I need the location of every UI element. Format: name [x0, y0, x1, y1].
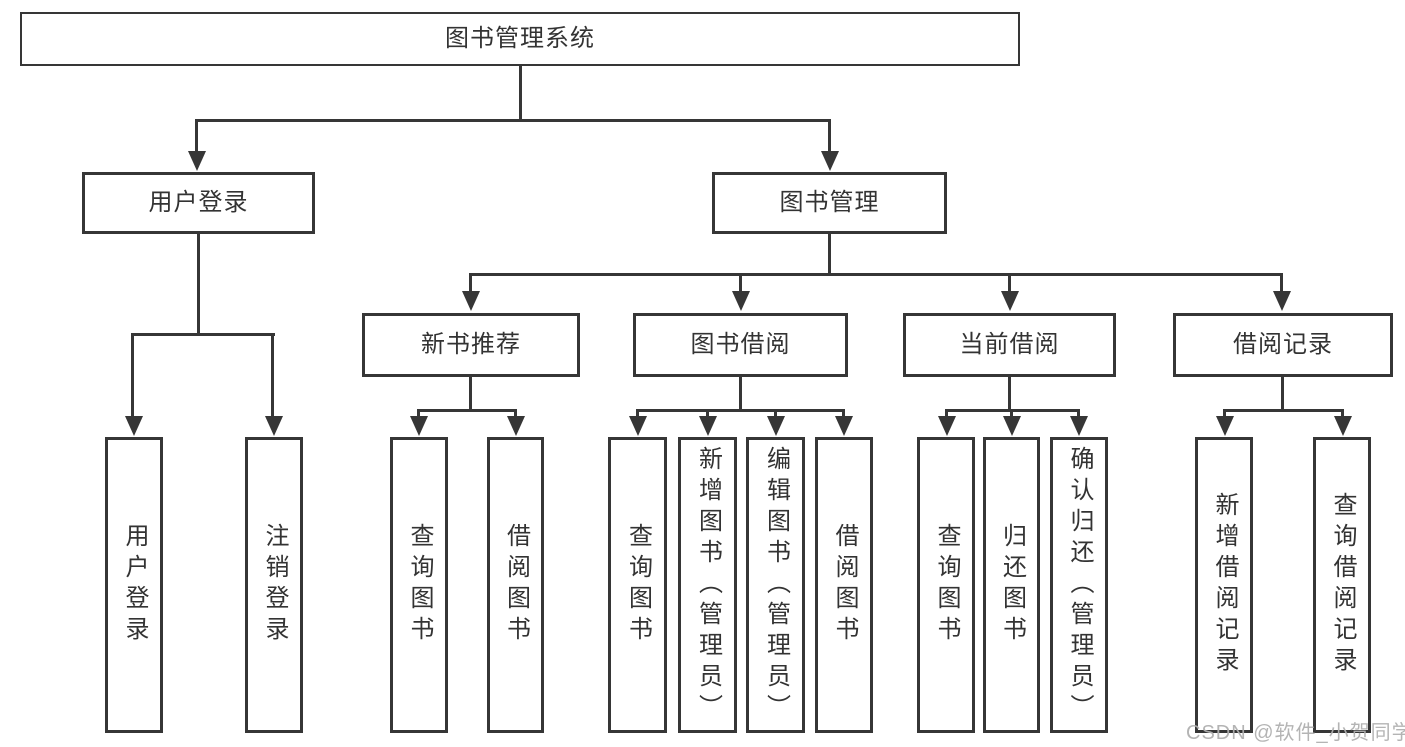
connector-line [842, 409, 845, 421]
arrow-down-icon [821, 151, 839, 171]
leaf-query-books-recommend-label: 查询图书 [406, 523, 433, 647]
arrow-down-icon [265, 416, 283, 436]
arrow-down-icon [767, 416, 785, 436]
leaf-borrow-books-recommend: 借阅图书 [487, 437, 544, 733]
leaf-add-borrow-record: 新增借阅记录 [1195, 437, 1253, 733]
arrow-down-icon [1216, 416, 1234, 436]
arrow-down-icon [629, 416, 647, 436]
connector-line [519, 66, 522, 122]
node-borrowing-records: 借阅记录 [1173, 313, 1393, 377]
leaf-query-books-borrow: 查询图书 [608, 437, 667, 733]
leaf-query-borrow-record-label: 查询借阅记录 [1329, 492, 1356, 678]
connector-line [469, 273, 472, 293]
node-current-borrowing-label: 当前借阅 [959, 331, 1060, 358]
node-book-management-label: 图书管理 [779, 189, 880, 216]
leaf-confirm-return-admin-label: 确认归还（管理员） [1066, 445, 1093, 725]
connector-line [739, 377, 742, 412]
leaf-borrow-books-recommend-label: 借阅图书 [502, 523, 530, 647]
arrow-down-icon [462, 291, 480, 311]
node-user-login: 用户登录 [82, 172, 315, 234]
leaf-borrow-books-label: 借阅图书 [831, 523, 858, 647]
leaf-query-books-recommend: 查询图书 [390, 437, 448, 733]
arrow-down-icon [732, 291, 750, 311]
node-borrowing-records-label: 借阅记录 [1233, 331, 1333, 358]
connector-line [1008, 273, 1011, 293]
arrow-down-icon [699, 416, 717, 436]
arrow-down-icon [507, 416, 525, 436]
node-root-label: 图书管理系统 [445, 25, 595, 52]
connector-line [1223, 409, 1226, 421]
connector-line [469, 377, 472, 412]
connector-line [636, 409, 639, 421]
node-new-book-recommend-label: 新书推荐 [421, 331, 521, 358]
arrow-down-icon [1001, 291, 1019, 311]
connector-line [514, 409, 517, 421]
arrow-down-icon [410, 416, 428, 436]
connector-line [774, 409, 777, 421]
connector-line [1008, 377, 1011, 412]
leaf-confirm-return-admin: 确认归还（管理员） [1050, 437, 1108, 733]
leaf-return-book-label: 归还图书 [998, 523, 1026, 647]
connector-line [195, 119, 831, 122]
connector-line [131, 333, 134, 421]
leaf-return-book: 归还图书 [983, 437, 1040, 733]
connector-line [1077, 409, 1080, 421]
leaf-add-book-admin: 新增图书（管理员） [678, 437, 737, 733]
connector-line [828, 234, 831, 276]
connector-line [828, 119, 831, 155]
arrow-down-icon [188, 151, 206, 171]
connector-line [1010, 409, 1013, 421]
node-root: 图书管理系统 [20, 12, 1020, 66]
connector-line [417, 409, 517, 412]
connector-line [271, 333, 274, 421]
arrow-down-icon [1003, 416, 1021, 436]
leaf-query-books-borrow-label: 查询图书 [624, 523, 652, 647]
arrow-down-icon [938, 416, 956, 436]
leaf-user-login-label: 用户登录 [121, 523, 148, 647]
connector-line [1223, 409, 1343, 412]
arrow-down-icon [125, 416, 143, 436]
connector-line [739, 273, 742, 293]
node-book-management: 图书管理 [712, 172, 947, 234]
arrow-down-icon [835, 416, 853, 436]
connector-line [945, 409, 948, 421]
leaf-edit-book-admin: 编辑图书（管理员） [746, 437, 805, 733]
leaf-query-books-current: 查询图书 [917, 437, 975, 733]
leaf-query-borrow-record: 查询借阅记录 [1313, 437, 1371, 733]
connector-line [131, 333, 275, 336]
connector-line [1280, 273, 1283, 293]
connector-line [636, 409, 844, 412]
connector-line [417, 409, 420, 421]
node-new-book-recommend: 新书推荐 [362, 313, 580, 377]
leaf-borrow-books: 借阅图书 [815, 437, 873, 733]
connector-line [706, 409, 709, 421]
leaf-query-books-current-label: 查询图书 [933, 523, 960, 647]
leaf-add-borrow-record-label: 新增借阅记录 [1211, 492, 1238, 678]
connector-line [195, 119, 198, 155]
arrow-down-icon [1070, 416, 1088, 436]
connector-line [1341, 409, 1344, 421]
leaf-add-book-admin-label: 新增图书（管理员） [694, 445, 722, 725]
node-user-login-label: 用户登录 [148, 189, 249, 216]
watermark: CSDN @软件_小贺同学 [1186, 722, 1405, 744]
connector-line [197, 234, 200, 336]
arrow-down-icon [1273, 291, 1291, 311]
arrow-down-icon [1334, 416, 1352, 436]
connector-line [1281, 377, 1284, 412]
node-book-borrowing-label: 图书借阅 [690, 331, 791, 358]
node-current-borrowing: 当前借阅 [903, 313, 1116, 377]
leaf-user-login: 用户登录 [105, 437, 163, 733]
leaf-logout-label: 注销登录 [261, 523, 288, 647]
node-book-borrowing: 图书借阅 [633, 313, 848, 377]
leaf-logout: 注销登录 [245, 437, 303, 733]
connector-line [469, 273, 1282, 276]
leaf-edit-book-admin-label: 编辑图书（管理员） [762, 445, 790, 725]
